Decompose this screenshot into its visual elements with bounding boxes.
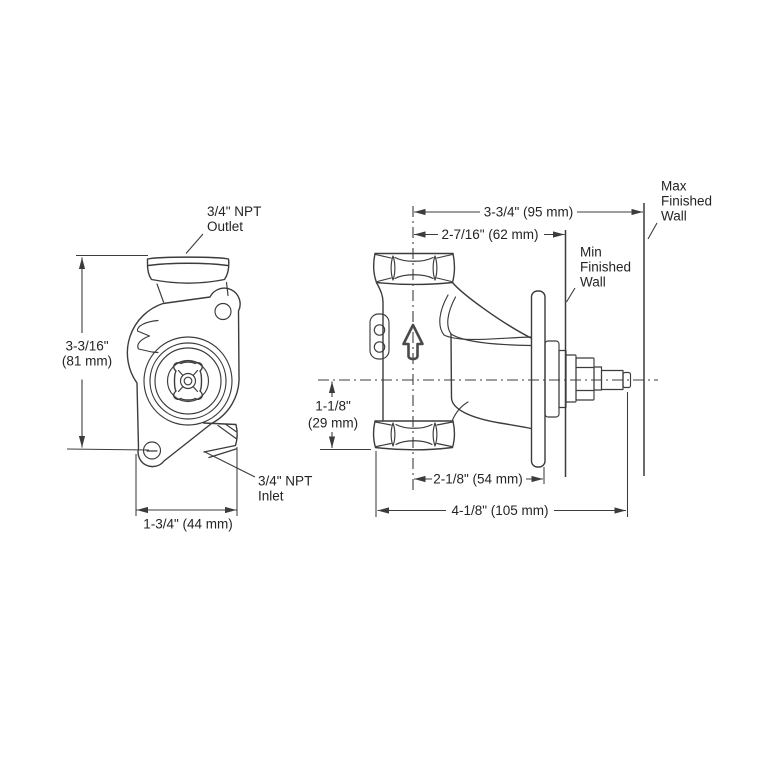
outlet-cap xyxy=(146,256,230,284)
top-hex-nut xyxy=(372,252,456,286)
inlet-label-line2: Inlet xyxy=(258,489,284,504)
stem-center-inner xyxy=(183,376,193,386)
stem-offset-dim-mm-text: (29 mm) xyxy=(308,416,358,431)
min-wall-label-line2: Finished xyxy=(580,260,631,275)
plate-depth-dim-text: 2-1/8" (54 mm) xyxy=(433,472,523,487)
inlet-callout: 3/4" NPT Inlet xyxy=(203,451,312,504)
mounting-flange xyxy=(126,287,241,468)
max-wall-label-line1: Max xyxy=(661,179,687,194)
inlet-label-line1: 3/4" NPT xyxy=(258,474,312,489)
leader-line xyxy=(647,222,658,240)
front-width-dimension: 1-3/4" (44 mm) xyxy=(135,447,238,532)
flange-hole-top xyxy=(214,302,232,321)
retainer-clip xyxy=(136,319,159,354)
body-cone xyxy=(439,281,532,430)
inlet-hex xyxy=(202,422,238,459)
height-dim-mm-text: (81 mm) xyxy=(62,354,112,369)
bonnet-rings xyxy=(143,336,233,426)
body-left-edge xyxy=(375,281,384,422)
outlet-callout: 3/4" NPT Outlet xyxy=(185,204,261,254)
width-dim-text: 1-3/4" (44 mm) xyxy=(143,517,233,532)
min-wall-label-line1: Min xyxy=(580,245,602,260)
max-wall-callout: Max Finished Wall xyxy=(647,179,712,240)
overall-depth-dimension: 4-1/8" (105 mm) xyxy=(375,392,629,518)
min-wall-label-line3: Wall xyxy=(580,275,606,290)
min-wall-callout: Min Finished Wall xyxy=(566,245,631,303)
stem-offset-dimension: 1-1/8" (29 mm) xyxy=(308,381,371,451)
stem-broach xyxy=(173,361,203,401)
extension-line xyxy=(66,448,150,451)
max-wall-label-line2: Finished xyxy=(661,194,712,209)
max-wall-label-line3: Wall xyxy=(661,209,687,224)
outlet-label-line1: 3/4" NPT xyxy=(207,204,261,219)
inlet-hatch xyxy=(217,423,237,440)
plate-depth-dimension: 2-1/8" (54 mm) xyxy=(414,467,545,487)
height-dim-text: 3-3/16" xyxy=(65,339,108,354)
bottom-hex-nut xyxy=(372,420,456,451)
leader-line xyxy=(185,233,204,254)
stem-tip xyxy=(622,371,632,389)
leader-line xyxy=(566,287,576,303)
leader-line xyxy=(203,451,256,478)
front-height-dimension: 3-3/16" (81 mm) xyxy=(62,254,150,451)
wall-plate xyxy=(530,290,546,468)
overall-depth-dim-text: 4-1/8" (105 mm) xyxy=(451,503,548,518)
flow-direction-arrow-icon xyxy=(402,323,424,361)
broach-spokes xyxy=(177,369,199,393)
mounting-bracket xyxy=(369,313,390,360)
flange-hole-bottom xyxy=(142,441,162,460)
front-view: 3-3/16" (81 mm) 1-3/4" (44 mm) 3/4" NPT … xyxy=(62,204,312,532)
stem-offset-dim-text: 1-1/8" xyxy=(315,399,351,414)
side-view: 3-3/4" (95 mm) 2-7/16" (62 mm) Max Finis… xyxy=(308,179,712,519)
valve-stem-assembly xyxy=(544,340,632,418)
max-wall-dim-text: 3-3/4" (95 mm) xyxy=(484,205,574,220)
stem-center-outer xyxy=(179,372,197,390)
min-wall-dimension: 2-7/16" (62 mm) xyxy=(414,227,565,242)
outlet-label-line2: Outlet xyxy=(207,219,243,234)
min-wall-dim-text: 2-7/16" (62 mm) xyxy=(441,227,538,242)
max-wall-dimension: 3-3/4" (95 mm) xyxy=(414,205,643,220)
